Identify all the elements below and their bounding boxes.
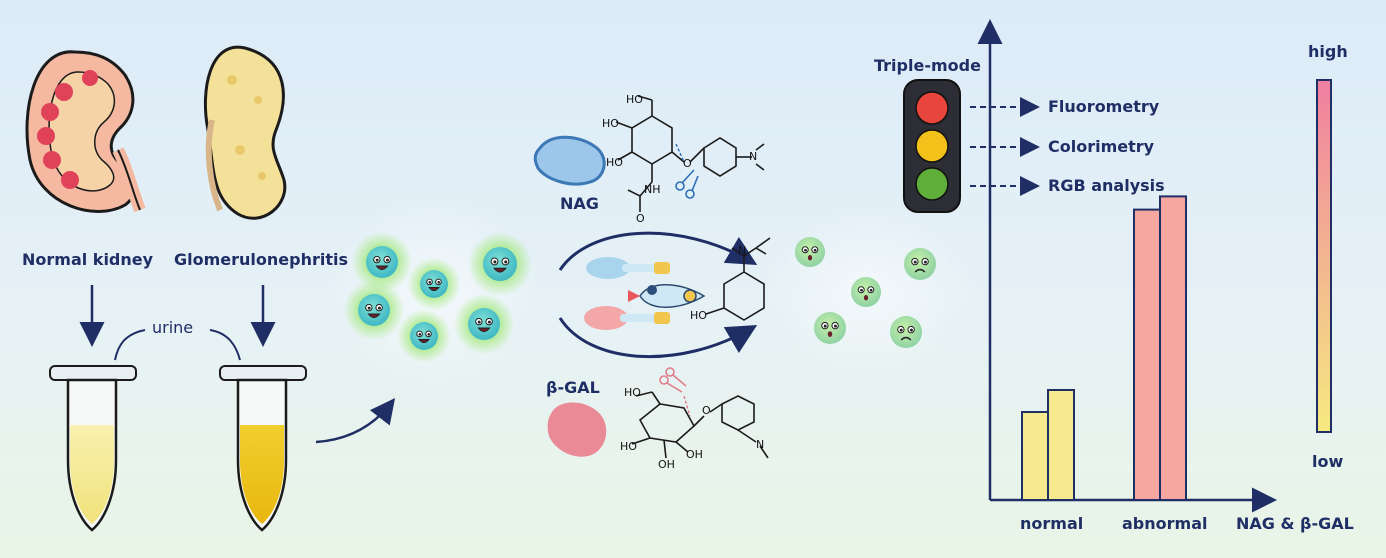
atom-label: OH (686, 448, 703, 461)
x-axis-label: NAG & β-GAL (1236, 514, 1354, 533)
smiley-dot-icon (814, 312, 846, 344)
smiley-dot-icon (407, 257, 461, 311)
x-tick-abnormal: abnormal (1122, 514, 1208, 533)
bar-normal-1 (1021, 411, 1049, 501)
normal-kidney-illustration (25, 50, 146, 213)
x-tick-normal: normal (1020, 514, 1084, 533)
mode-colorimetry: Colorimetry (1048, 137, 1155, 156)
gal-substrate-molecule (631, 391, 769, 459)
colorbar (1316, 79, 1332, 433)
smiley-dot-icon (851, 277, 881, 307)
tube-normal (49, 365, 137, 532)
bar-chart (977, 19, 1332, 513)
reaction-arc-bottom (558, 317, 758, 359)
urine-bracket-right (209, 329, 241, 361)
bar-abnormal-1 (1133, 208, 1161, 501)
atom-label: O (636, 212, 645, 225)
reaction-arc-top (558, 231, 758, 271)
traffic-light-icon (903, 79, 961, 213)
normal-kidney-label: Normal kidney (22, 250, 154, 269)
bar-normal-2 (1047, 389, 1075, 501)
urine-bracket-left (114, 329, 146, 361)
smiley-dot-icon (453, 293, 515, 355)
atom-label: HO (620, 440, 637, 453)
bar-abnormal-2 (1159, 195, 1187, 501)
atom-label: HO (626, 93, 643, 106)
traffic-light-lamp (915, 91, 949, 125)
arrow-to-probe (315, 398, 396, 444)
mode-rgb-analysis: RGB analysis (1048, 176, 1165, 195)
colorbar-high-label: high (1308, 42, 1348, 61)
traffic-light-lamp (915, 167, 949, 201)
colorbar-low-label: low (1312, 452, 1344, 471)
mode-fluorometry: Fluorometry (1048, 97, 1160, 116)
smiley-dot-icon (890, 316, 922, 348)
mode-arrows (970, 97, 1040, 196)
glomerulonephritis-kidney-illustration (203, 45, 287, 220)
atom-label: HO (606, 156, 623, 169)
nag-label: NAG (560, 194, 599, 213)
atom-label: NH (644, 183, 661, 196)
urine-label: urine (152, 318, 194, 337)
atom-label: N (756, 438, 765, 451)
p-nitrophenol-molecule (705, 237, 771, 321)
rocket-icon (584, 257, 706, 330)
nag-enzyme-blob (533, 135, 606, 186)
smiley-dot-icon (904, 248, 936, 280)
atom-label: HO (624, 386, 641, 399)
traffic-light-lamp (915, 129, 949, 163)
cleavage-site-nag (675, 143, 685, 163)
tube-disease (219, 365, 307, 532)
atom-label: N (738, 244, 747, 257)
atom-label: O (702, 404, 711, 417)
smiley-dot-icon (351, 231, 413, 293)
quenched-dots-cluster (758, 207, 978, 377)
glomerulonephritis-label: Glomerulonephritis (174, 250, 349, 269)
smiley-dot-icon (343, 279, 405, 341)
atom-label: OH (658, 458, 675, 471)
scissors-icon-nag (675, 169, 699, 199)
gal-label: β-GAL (546, 378, 600, 397)
atom-label: HO (602, 117, 619, 130)
atom-label: N (749, 150, 758, 163)
cleavage-site-gal (683, 395, 691, 417)
smiley-dot-icon (397, 309, 451, 363)
scissors-icon-gal (659, 367, 687, 393)
atom-label: O (683, 157, 692, 170)
fluorescent-dots-cluster (325, 197, 545, 387)
atom-label: HO (690, 309, 707, 322)
smiley-dot-icon (467, 231, 533, 297)
triple-mode-title: Triple-mode (874, 56, 981, 75)
gal-enzyme-blob (547, 402, 607, 457)
nag-substrate-molecule (615, 95, 765, 212)
smiley-dot-icon (795, 237, 825, 267)
